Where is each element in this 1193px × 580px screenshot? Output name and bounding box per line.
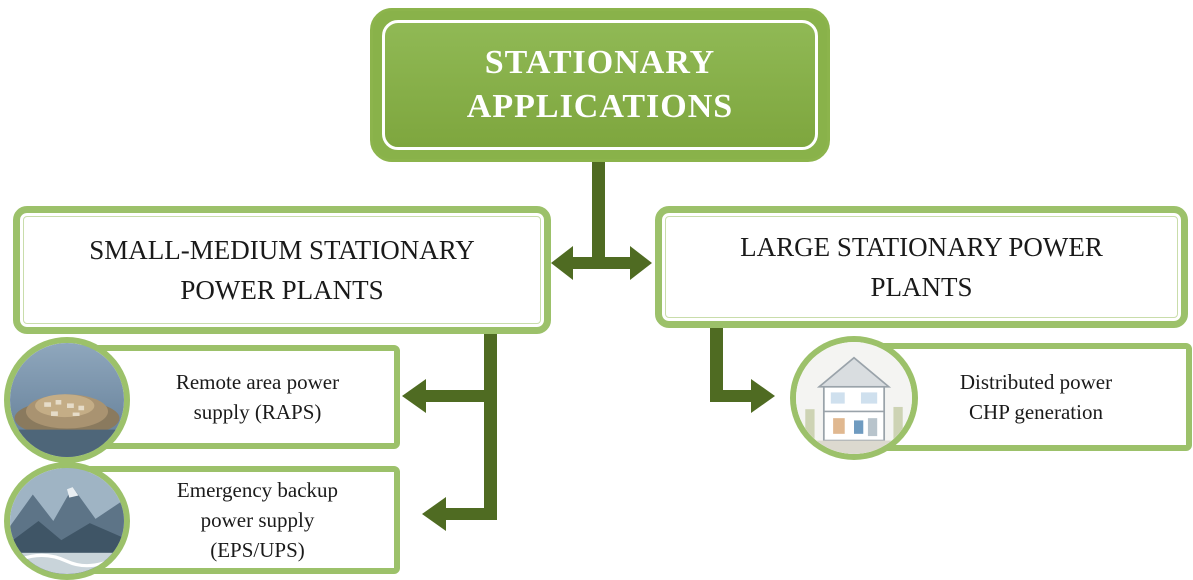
large-plants-label: LARGE STATIONARY POWER PLANTS [740,232,1103,302]
left-trunk [484,334,497,520]
raps-label: Remote area power supply (RAPS) [175,370,340,424]
small-medium-plants-box: SMALL-MEDIUM STATIONARY POWER PLANTS [13,206,551,334]
title-stem [592,160,605,260]
eps-arrow-head [422,497,446,531]
small-medium-plants-label: SMALL-MEDIUM STATIONARY POWER PLANTS [89,235,475,305]
title-inner-frame: STATIONARY APPLICATIONS [382,20,818,150]
eps-branch [443,508,497,520]
eps-label: Emergency backup power supply (EPS/UPS) [176,478,339,562]
chp-branch [710,390,752,402]
chp-label: Distributed power CHP generation [959,370,1113,424]
chp-arrow-head [751,379,775,413]
raps-arrow-head [402,379,426,413]
remote-village-photo-icon [4,337,130,463]
split-bar [568,257,630,269]
right-trunk [710,328,723,402]
arrow-head-right [630,246,652,280]
raps-branch [423,390,497,402]
mountain-landscape-photo-icon [4,462,130,580]
arrow-head-left [551,246,573,280]
title-box: STATIONARY APPLICATIONS [370,8,830,162]
large-plants-box: LARGE STATIONARY POWER PLANTS [655,206,1188,328]
page-title: STATIONARY APPLICATIONS [466,44,734,125]
house-cutaway-photo-icon [790,336,918,460]
